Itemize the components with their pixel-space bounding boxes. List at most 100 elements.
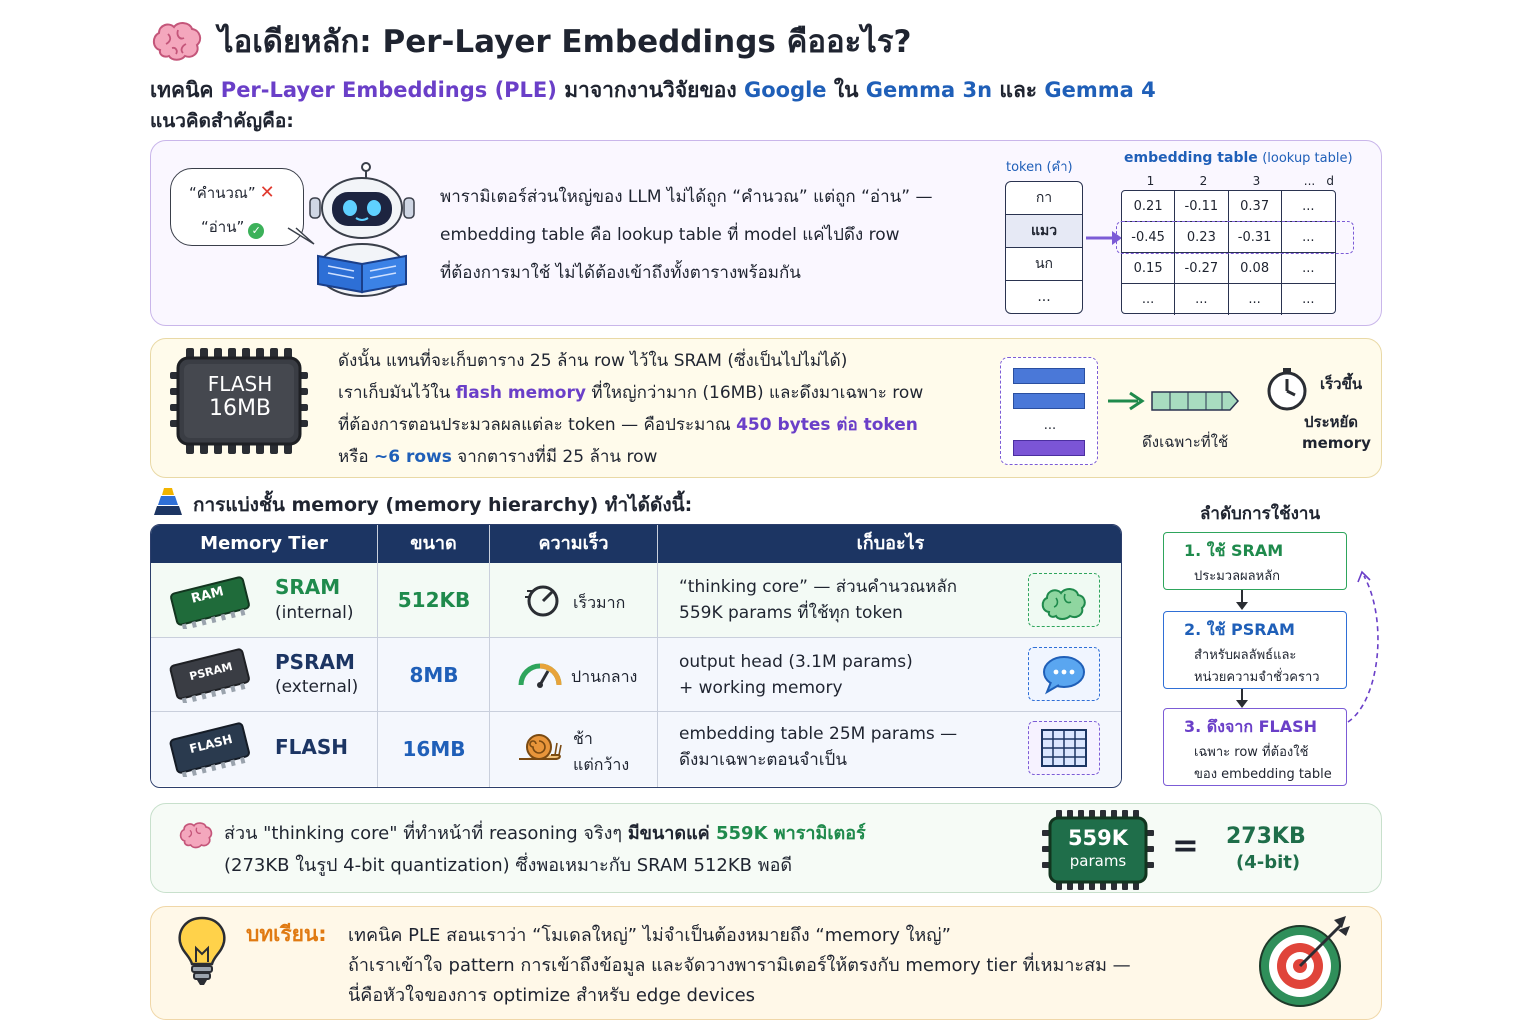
lightbulb-icon [178,916,226,985]
concept-line-2: embedding table คือ lookup table ที่ mod… [440,225,900,245]
token-cell: ... [1037,289,1051,305]
params-chip-unit: params [1069,852,1127,870]
stores-sram-2: 559K params ที่ใช้ทุก token [679,603,903,623]
table-row [151,712,1121,786]
order-step-psram: 2. ใช้ PSRAM สำหรับผลลัพธ์และ หน่วยความจ… [1163,611,1347,689]
cross-icon: ✕ [259,182,275,203]
speed-sram: เร็วมาก [573,593,626,612]
flash-line-2: เราเก็บมันไว้ใน flash memory ที่ใหญ่กว่า… [338,383,924,403]
flash-line-4: หรือ ~6 rows จากตารางที่มี 25 ล้าน row [338,447,658,467]
col-label-d: d [1326,174,1334,188]
faster-label: เร็วขึ้น [1320,375,1363,393]
title-text: ไอเดียหลัก: Per-Layer Embeddings คืออะไร… [218,24,912,60]
size-sram: 512KB [397,588,471,612]
col-divider [657,525,658,787]
thinking-core-panel [150,803,1382,893]
order-step-1-head: 1. ใช้ SRAM [1184,541,1284,560]
subtitle: เทคนิค Per-Layer Embeddings (PLE) มาจากง… [150,74,1156,107]
fetch-label: ดึงเฉพาะที่ใช้ [1142,433,1229,451]
concept-line-1: พารามิเตอร์ส่วนใหญ่ของ LLM ไม่ได้ถูก “คำ… [440,187,933,207]
memory-tier-table: Memory Tier ขนาด ความเร็ว เก็บอะไร RAM S… [150,524,1122,788]
stores-flash-2: ดึงมาเฉพาะตอนจำเป็น [679,750,847,770]
key-idea-label: แนวคิดสำคัญคือ: [150,110,294,132]
order-step-3-sub1: เฉพาะ row ที่ต้องใช้ [1194,745,1309,760]
row-bar [1013,440,1085,456]
col-label: 2 [1199,174,1208,188]
check-icon: ✓ [248,223,265,239]
gemma3n-term: Gemma 3n [865,78,993,102]
hierarchy-title: การแบ่งชั้น memory (memory hierarchy) ทำ… [193,494,693,516]
col-label: 1 [1146,174,1155,188]
token-cell: นก [1006,248,1082,281]
table-rows-stack: ... [1000,357,1098,465]
stack-dots: ... [1043,418,1057,433]
table-row: ............ [1122,284,1335,315]
bubble-tail [287,227,315,245]
ple-term: Per-Layer Embeddings (PLE) [220,78,557,102]
gauge-medium-icon [518,663,562,688]
order-step-3-sub2: ของ embedding table [1194,767,1332,782]
order-step-flash: 3. ดึงจาก FLASH เฉพาะ row ที่ต้องใช้ ของ… [1163,708,1347,786]
result-quant: (4-bit) [1236,852,1301,873]
lesson-line-1: เทคนิค PLE สอนเราว่า “โมเดลใหญ่” ไม่จำเป… [348,925,951,946]
concept-line-3: ที่ต้องการมาใช้ ไม่ได้ต้องเข้าถึงทั้งตาร… [440,263,801,283]
brain-small-icon [179,822,213,849]
row-bar [1013,393,1085,409]
row-divider [151,711,1121,712]
bubble-read: “อ่าน”✓ [201,215,265,239]
stopwatch-icon [1267,368,1307,411]
speech-bubble: “คำนวณ”✕ “อ่าน”✓ [170,168,304,246]
memory-label: memory [1302,434,1371,452]
subtitle-pre: เทคนิค [150,78,221,102]
col-label: 3 [1252,174,1261,188]
robot-reading-icon [309,162,415,297]
saves-label: ประหยัด [1304,413,1359,431]
fetch-arrow-icon [1108,391,1145,411]
ram-chip-icon [170,576,250,629]
speedometer-fast-icon [525,585,559,617]
flash-chip-size: 16MB [208,396,272,421]
pyramid-icon [154,488,182,515]
snail-icon [519,734,562,760]
flash-chip-label: FLASH [207,372,273,396]
google-term: Google [743,78,827,102]
col-header-speed: ความเร็ว [538,533,609,554]
usage-order-arrows [1236,570,1379,723]
flash-line-1: ดังนั้น แทนที่จะเก็บตาราง 25 ล้าน row ไว… [338,351,848,371]
token-cell: กา [1006,182,1082,215]
brain-icon [152,22,202,61]
order-step-2-head: 2. ใช้ PSRAM [1184,620,1295,639]
col-label: ...d [1303,174,1334,188]
concept-text: พารามิเตอร์ส่วนใหญ่ของ LLM ไม่ได้ถูก “คำ… [440,178,990,292]
col-divider [377,525,378,787]
tier-name-sram: SRAM [275,575,341,599]
thinking-core-line-2: (273KB ในรูป 4-bit quantization) ซึ่งพอเ… [224,855,793,876]
lesson-label: บทเรียน: [246,922,327,946]
row-bar [1013,368,1085,384]
col-header-stores: เก็บอะไร [856,533,925,554]
page-title: ไอเดียหลัก: Per-Layer Embeddings คืออะไร… [150,18,1050,64]
green-brain-icon [1041,588,1086,620]
chat-bubble-icon [1043,656,1085,695]
gemma4-term: Gemma 4 [1044,78,1156,102]
order-step-sram: 1. ใช้ SRAM ประมวลผลหลัก [1163,532,1347,590]
params-chip-icon [1042,810,1154,890]
table-row [151,563,1121,637]
selected-row-highlight [1116,221,1354,254]
params-chip-number: 559K [1067,826,1129,850]
order-step-1-sub: ประมวลผลหลัก [1194,569,1281,584]
table-grid-icon [1041,729,1087,767]
tier-name-flash: FLASH [275,735,349,759]
flash-chip-icon [170,348,308,454]
bubble-compute: “คำนวณ”✕ [189,182,275,203]
flash-chip-small-icon [169,722,250,777]
order-step-2-sub1: สำหรับผลลัพธ์และ [1194,648,1297,663]
chat-icon-box [1028,647,1100,701]
stores-sram-1: “thinking core” — ส่วนคำนวณหลัก [679,577,958,597]
embedding-column-labels: 1 2 3 ...d [1124,174,1336,190]
subtitle-and: และ [992,78,1045,102]
